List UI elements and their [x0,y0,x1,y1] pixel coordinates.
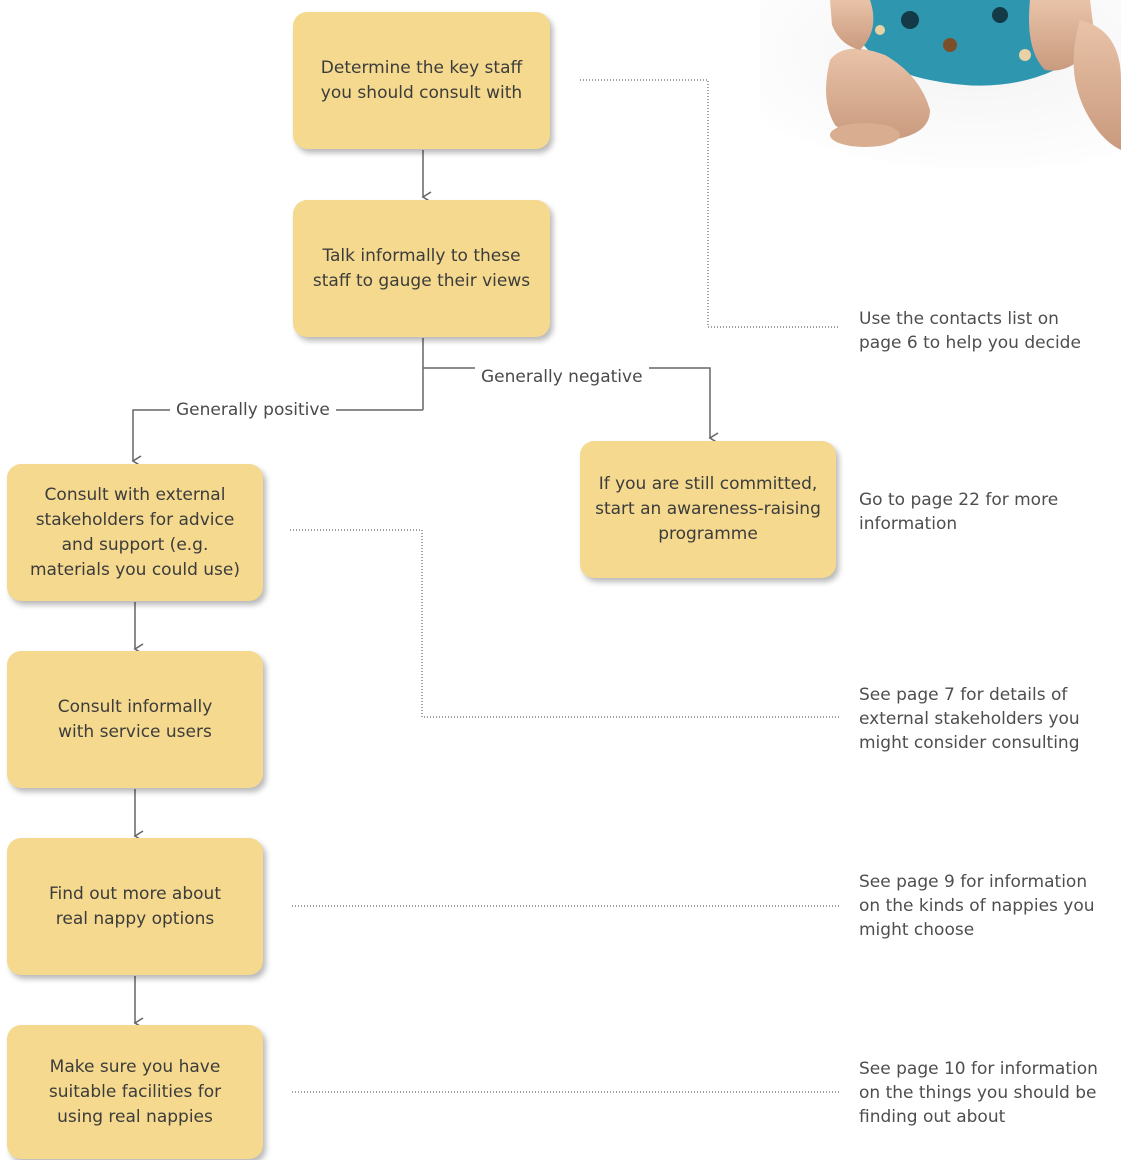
note-page-10: See page 10 for information on the thing… [859,1059,1098,1127]
note-page-9: See page 9 for information on the kinds … [859,872,1095,940]
label-generally-negative: Generally negative [475,366,649,388]
baby-photo [760,0,1121,170]
leader-determine [580,79,840,328]
box-make-sure-facilities: Make sure you have suitable facilities f… [7,1025,263,1159]
box-consult-external: Consult with external stakeholders for a… [7,464,263,601]
box-still-committed: If you are still committed, start an awa… [580,441,836,578]
box-find-out-more: Find out more about real nappy options [7,838,263,975]
box-consult-service-users: Consult informally with service users [7,651,263,788]
label-generally-positive: Generally positive [170,399,336,421]
note-page-22: Go to page 22 for more information [859,490,1059,534]
leader-consult-external [290,529,840,718]
box-determine-staff: Determine the key staff you should consu… [293,12,550,149]
box-talk-informally: Talk informally to these staff to gauge … [293,200,550,337]
note-page-7: See page 7 for details of external stake… [859,685,1080,753]
note-contacts-list: Use the contacts list on page 6 to help … [859,309,1081,353]
